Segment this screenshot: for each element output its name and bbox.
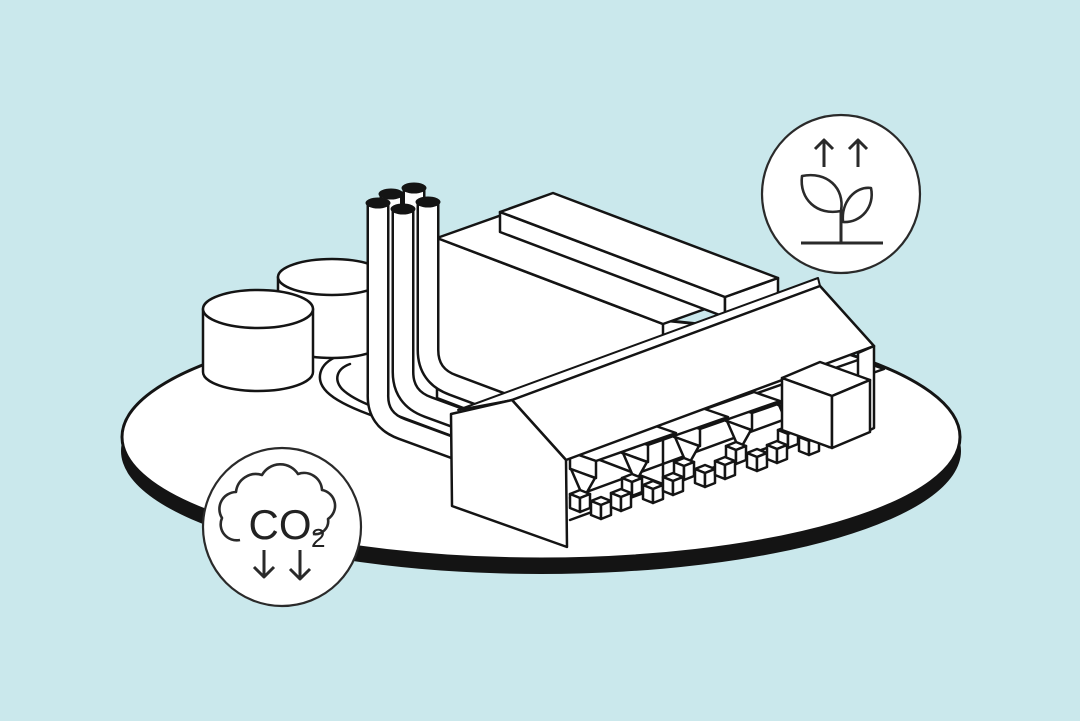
co2-reduction-badge: CO 2 xyxy=(201,446,363,608)
chimney-stacks xyxy=(365,182,557,492)
double-down-arrow-icon xyxy=(252,550,312,581)
plant-sprout-icon xyxy=(800,173,883,245)
double-up-arrow-icon xyxy=(813,138,869,167)
container-box xyxy=(780,360,872,450)
cloud-icon xyxy=(218,463,337,542)
co2-subscript: 2 xyxy=(311,523,325,553)
green-growth-badge xyxy=(760,113,922,275)
pipe-base-trough xyxy=(318,354,454,448)
warehouse xyxy=(449,277,876,549)
co2-label: CO xyxy=(249,501,312,548)
storage-tank-front xyxy=(201,288,315,393)
gable-wall-left xyxy=(449,398,569,549)
exhaust-pipe-bent xyxy=(366,204,557,492)
chimney-tops xyxy=(365,182,441,215)
